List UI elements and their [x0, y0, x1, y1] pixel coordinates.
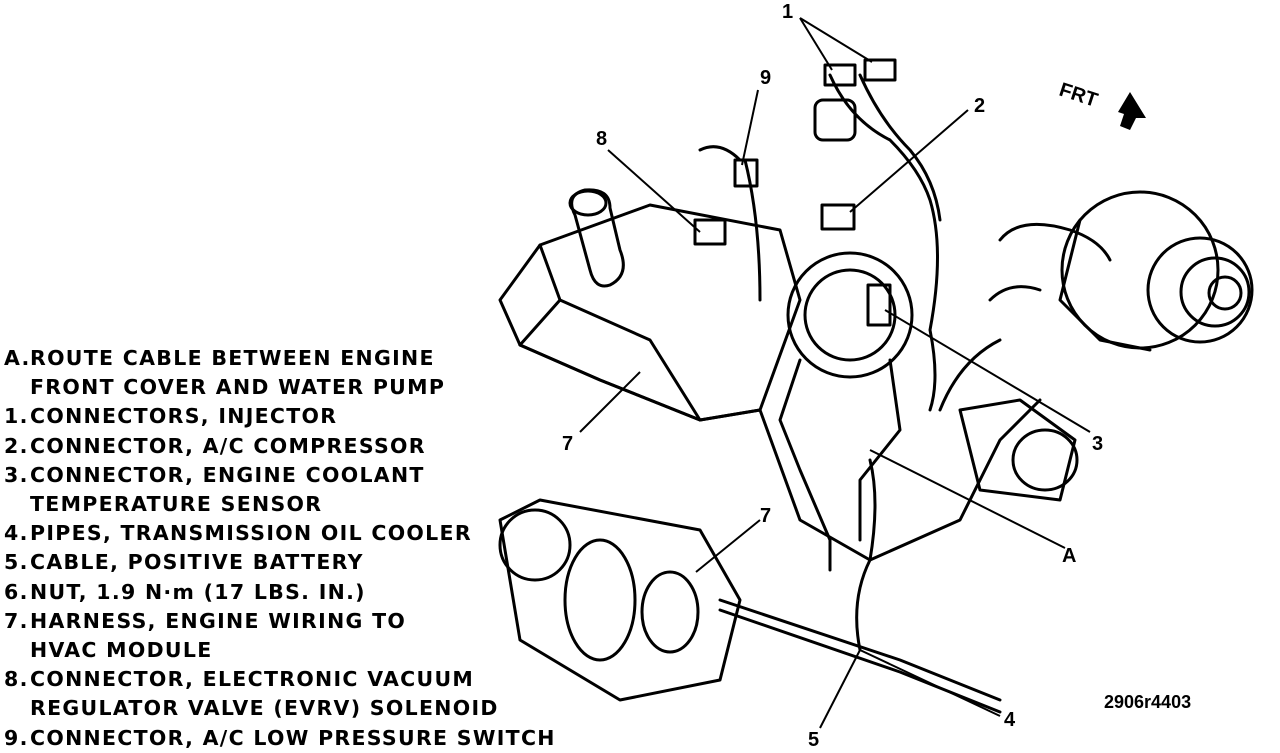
legend-item-1: 1. CONNECTORS, INJECTOR	[4, 404, 338, 429]
callout-A: A	[1062, 545, 1076, 567]
distributor-cap	[786, 251, 914, 379]
legend-item-6: 6. NUT, 1.9 N·m (17 LBS. IN.)	[4, 579, 366, 604]
wiring-harness	[828, 73, 939, 412]
callout-9: 9	[760, 67, 771, 89]
legend-item-8: 8. CONNECTOR, ELECTRONIC VACUUM REGULATO…	[4, 667, 499, 721]
legend-item-2: 2. CONNECTOR, A/C COMPRESSOR	[4, 433, 426, 458]
front-label: FRT	[1056, 79, 1100, 112]
water-pump	[1011, 428, 1079, 492]
oil-filler-neck	[570, 188, 625, 288]
callout-3: 3	[1092, 433, 1103, 455]
legend-item-7: 7. HARNESS, ENGINE WIRING TO HVAC MODULE	[4, 608, 407, 663]
callout-7-upper: 7	[562, 433, 573, 455]
callout-5: 5	[808, 729, 819, 746]
legend-item-4: 4. PIPES, TRANSMISSION OIL COOLER	[4, 521, 472, 546]
legend-item-A: A. ROUTE CABLE BETWEEN ENGINE FRONT COVE…	[4, 346, 446, 400]
legend-item-3: 3. CONNECTOR, ENGINE COOLANT TEMPERATURE…	[4, 462, 425, 517]
callout-1: 1	[782, 1, 793, 23]
starter-motor	[498, 498, 742, 702]
callout-4: 4	[1004, 709, 1016, 731]
engine-block-lower	[518, 343, 1042, 562]
legend-item-5: 5. CABLE, POSITIVE BATTERY	[4, 550, 364, 575]
transmission-pipes	[718, 598, 1002, 702]
positive-battery-cable	[855, 458, 877, 652]
legend: A. ROUTE CABLE BETWEEN ENGINE FRONT COVE…	[4, 344, 564, 753]
callout-8: 8	[596, 128, 607, 150]
callout-7-lower: 7	[760, 505, 771, 527]
callout-2: 2	[974, 95, 985, 117]
legend-item-9: 9. CONNECTOR, A/C LOW PRESSURE SWITCH	[4, 725, 556, 750]
front-arrow-icon	[1118, 92, 1146, 130]
front-direction-indicator: FRT	[1056, 79, 1146, 130]
figure-code: 2906r4403	[1104, 692, 1192, 712]
